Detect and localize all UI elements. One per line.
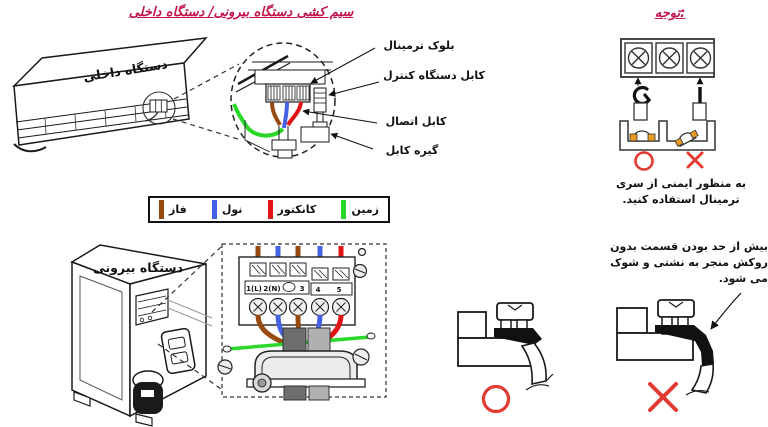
legend-item-phase: فاز <box>159 200 187 219</box>
indoor-terminal-zoom <box>230 42 336 159</box>
bare-wire-long <box>655 325 714 366</box>
page-title: سیم کشی دستگاه بیرونی/ دستگاه داخلی <box>128 5 354 20</box>
ok-mark <box>634 151 654 171</box>
note-terminal-strip <box>620 38 715 78</box>
ground-color-bar <box>341 200 347 219</box>
legend-item-connector: کانکتور <box>267 200 317 219</box>
outdoor-unit-label: دستگاه بیرونی <box>92 260 183 275</box>
correct-stripping-diagram <box>457 302 554 391</box>
bare-wire-short <box>494 328 542 345</box>
wrong-mark-stripping <box>648 382 678 412</box>
callout-connection-cable: کابل اتصال <box>385 115 447 128</box>
callout-terminal-block: بلوک ترمینال <box>383 39 455 52</box>
wire-phase <box>270 101 282 126</box>
terminal-cover <box>160 327 196 375</box>
terminal-label-3: 3 <box>300 285 305 293</box>
terminal-label-1: 1(L) <box>246 285 262 293</box>
wire-neutral <box>282 101 289 129</box>
legend-item-neutral: نول <box>211 200 243 219</box>
indoor-zoom-connectors <box>172 63 242 141</box>
cable-clamp-detail <box>246 327 366 401</box>
legend-label-ground: زمین <box>351 203 379 216</box>
wrong-mark <box>686 151 704 169</box>
wire-color-legend: فاز نول کانکتور زمین <box>148 196 390 223</box>
terminal-channel <box>619 120 716 151</box>
terminal-label-4: 4 <box>316 286 321 294</box>
outdoor-terminal-panel <box>135 288 169 326</box>
mini-cable-clamp <box>300 126 330 143</box>
note-arrow <box>710 292 742 330</box>
callout-cable-clamp: گیره کابل <box>385 144 439 157</box>
callout-control-cable: کابل دستگاه کنترل <box>383 69 485 82</box>
terminal-label-2: 2(N) <box>263 285 280 293</box>
connector-color-bar <box>267 200 273 219</box>
stripping-note: بیش از حد بودن قسمت بدون روکش منجر به نش… <box>610 240 768 285</box>
ok-mark-stripping <box>481 384 511 414</box>
safety-note: به منظور ایمنی از سری ترمینال استفاده کن… <box>615 177 747 206</box>
note-wire-ends <box>619 77 716 171</box>
wire-connector <box>286 101 303 127</box>
legend-item-ground: زمین <box>341 200 379 219</box>
note-title: توجه: <box>654 6 686 21</box>
outdoor-unit-drawing <box>70 244 213 427</box>
legend-label-connector: کانکتور <box>277 203 317 216</box>
mini-control-cable <box>312 87 328 129</box>
ring-lug-wire <box>632 85 651 106</box>
callout-leaders <box>302 47 380 150</box>
phase-color-bar <box>159 200 164 219</box>
indoor-unit-drawing <box>11 37 208 153</box>
outdoor-terminal-detail: 1(L) 2(N) 3 4 5 <box>217 243 387 401</box>
terminal-label-5: 5 <box>337 286 342 294</box>
legend-label-phase: فاز <box>169 203 187 216</box>
wire-ground <box>232 103 285 138</box>
wrong-stripping-diagram <box>616 299 714 396</box>
seated-lug <box>629 130 656 142</box>
screw-terminal-icons <box>627 47 712 69</box>
neutral-color-bar <box>211 200 217 219</box>
valve-assembly <box>132 370 164 414</box>
tilted-lug <box>674 129 699 148</box>
legend-label-neutral: نول <box>221 203 243 216</box>
outdoor-zoom-connectors <box>151 246 222 390</box>
